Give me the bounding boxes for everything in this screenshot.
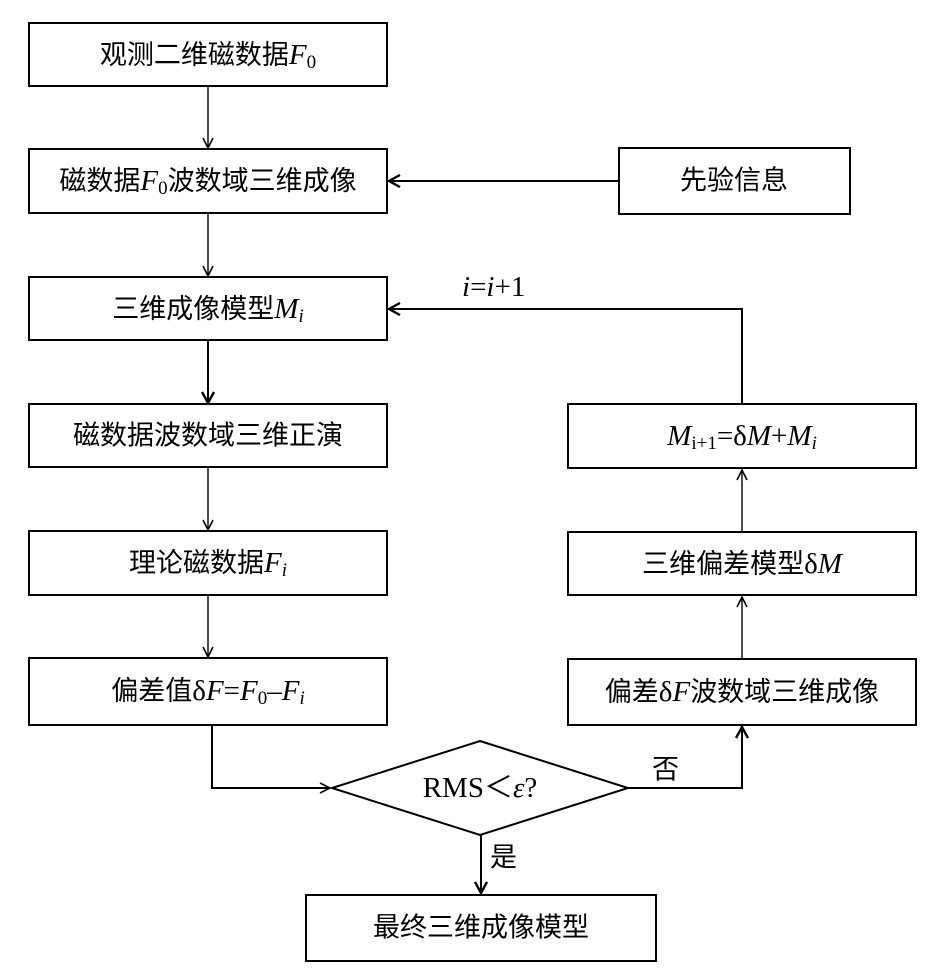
dev-model-label: 三维偏差模型δM [642, 548, 844, 580]
dev-imaging-box [567, 658, 917, 726]
imaging-label: 磁数据F0波数域三维成像 [59, 165, 356, 199]
iteration-label: i=i+1 [462, 271, 525, 303]
dev-model-box [567, 531, 917, 596]
model-box [28, 276, 388, 341]
update-label: Mi+1=δM+Mi [666, 420, 817, 454]
yes-label: 是 [490, 843, 517, 874]
residual-label: 偏差值δF=F0–Fi [111, 675, 304, 709]
edge-update-model [389, 309, 743, 404]
edge-residual-decision [211, 725, 330, 788]
final-label: 最终三维成像模型 [373, 913, 589, 944]
no-label: 否 [652, 755, 679, 786]
imaging-box [28, 148, 388, 214]
forward-box [28, 403, 388, 468]
edge-decision-devimaging [628, 727, 742, 789]
prior-label: 先验信息 [680, 166, 788, 197]
observe-box [28, 22, 388, 87]
decision-label: RMS＜ε? [423, 772, 538, 804]
model-label: 三维成像模型Mi [112, 293, 303, 327]
dev-imaging-label: 偏差δF波数域三维成像 [605, 676, 879, 708]
final-box [305, 894, 657, 962]
update-box [567, 403, 917, 469]
theory-label: 理论磁数据Fi [129, 547, 287, 581]
residual-box [28, 657, 388, 726]
observe-label: 观测二维磁数据F0 [100, 39, 316, 73]
forward-label: 磁数据波数域三维正演 [73, 421, 343, 452]
prior-box [618, 147, 851, 215]
